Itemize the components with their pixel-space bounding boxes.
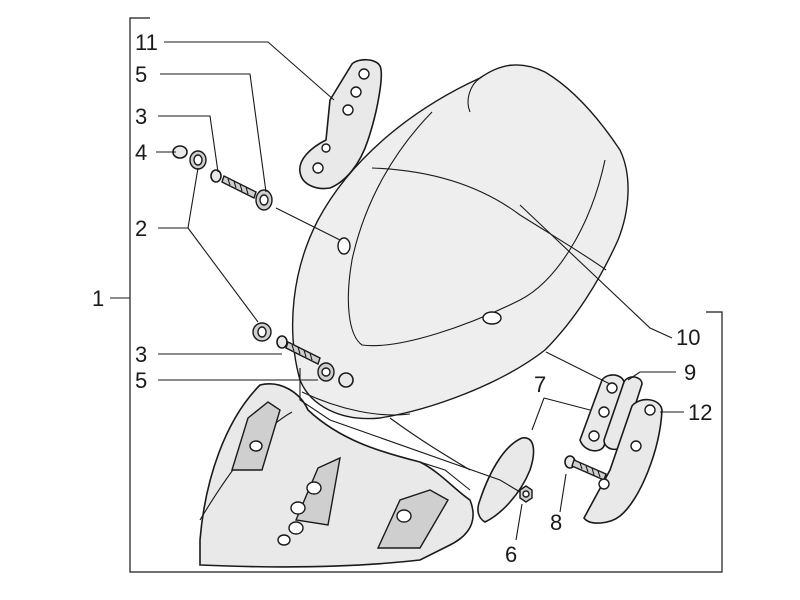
callout-3-upper: 3: [135, 104, 147, 129]
callout-1: 1: [92, 286, 104, 311]
callout-4: 4: [135, 140, 147, 165]
grommet: [338, 372, 354, 388]
windscreen-mount-hole: [482, 311, 502, 325]
side-screw: [564, 455, 607, 481]
fairing-bolt-hole: [277, 534, 291, 546]
callout-2: 2: [135, 216, 147, 241]
callout-labels: 1 2 3 3 4 5 5 6 7 8 9 10 11 12: [92, 30, 712, 567]
callout-7: 7: [534, 372, 546, 397]
side-deflector: [477, 437, 535, 523]
callout-3-lower: 3: [135, 342, 147, 367]
callout-9: 9: [684, 360, 696, 385]
upper-fasteners: [172, 145, 273, 211]
fairing-bolt-hole: [290, 501, 306, 515]
fairing-bolt-hole: [306, 481, 322, 495]
leader-lines: [110, 41, 684, 541]
windscreen: [292, 64, 629, 420]
callout-10: 10: [676, 325, 700, 350]
callout-12: 12: [688, 400, 712, 425]
callout-5-upper: 5: [135, 62, 147, 87]
plate-9: [603, 376, 643, 451]
assembly-frame: [129, 17, 723, 573]
side-bracket-plates: [579, 374, 663, 524]
lower-fasteners: [252, 322, 354, 388]
windscreen-mount-hole: [337, 237, 351, 255]
plate-12: [583, 398, 663, 524]
callout-8: 8: [550, 510, 562, 535]
screw: [221, 175, 257, 199]
front-fairing: [199, 383, 474, 568]
callout-5-lower: 5: [135, 368, 147, 393]
callout-6: 6: [505, 542, 517, 567]
upper-bracket: [299, 58, 383, 190]
fairing-bolt-hole: [288, 521, 304, 535]
callout-11: 11: [135, 30, 158, 55]
